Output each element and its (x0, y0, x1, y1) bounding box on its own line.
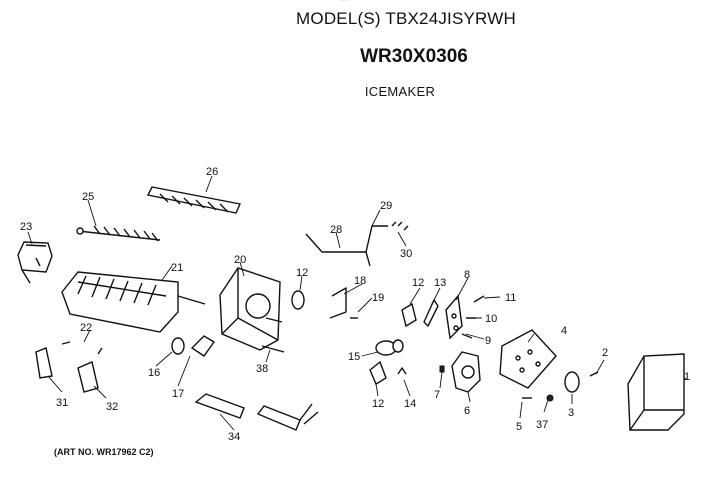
callout-1: 1 (684, 371, 690, 383)
part-12-14-lower (369, 360, 407, 386)
part-15-valve (375, 339, 404, 356)
callout-12-upper: 12 (296, 267, 308, 279)
callout-32: 32 (106, 401, 118, 413)
callout-4: 4 (561, 325, 567, 337)
part-18-19-bracket (329, 287, 358, 319)
callout-30: 30 (400, 248, 412, 260)
part-12-thermostat-upper (291, 290, 305, 310)
callout-12-mid: 12 (412, 277, 424, 289)
callout-5: 5 (516, 421, 522, 433)
part-1-front-cover (627, 353, 685, 431)
callout-labels: 1 2 3 4 5 6 7 8 9 10 11 12 12 12 13 14 1… (20, 166, 690, 443)
part-6-motor (439, 351, 481, 393)
part-26-stripper (146, 186, 241, 214)
callout-37: 37 (536, 419, 548, 431)
callout-29: 29 (380, 200, 392, 212)
callout-26: 26 (206, 166, 218, 178)
callout-17: 17 (172, 388, 184, 400)
callout-19: 19 (372, 292, 384, 304)
part-31-32-supports (35, 341, 103, 393)
cropped-header-text: — · · (340, 0, 360, 4)
callout-15: 15 (348, 351, 360, 363)
callout-12-lower: 12 (372, 398, 384, 410)
part-38-heater-pin (261, 345, 285, 353)
callout-34: 34 (228, 431, 240, 443)
callout-14: 14 (404, 398, 416, 410)
callout-38: 38 (256, 363, 268, 375)
part-21-mold (61, 271, 206, 333)
callout-18: 18 (354, 275, 366, 287)
callout-7: 7 (434, 389, 440, 401)
part-28-29-shutoff-arm (305, 221, 409, 267)
part-8-switch-bracket (445, 294, 485, 340)
callout-20: 20 (234, 254, 246, 266)
callout-10: 10 (485, 313, 497, 325)
callout-8: 8 (464, 269, 470, 281)
part-3-37-5-2-hardware (522, 371, 599, 402)
callout-11: 11 (505, 292, 516, 304)
art-number-label: (ART NO. WR17962 C2) (54, 447, 154, 457)
callout-22: 22 (80, 322, 92, 334)
callout-9: 9 (485, 335, 491, 347)
callout-16: 16 (148, 367, 160, 379)
callout-2: 2 (602, 347, 608, 359)
callout-31: 31 (56, 397, 68, 409)
callout-28: 28 (330, 224, 342, 236)
part-25-ejector (76, 225, 161, 242)
part-34-fill-tube (194, 393, 319, 431)
model-heading: MODEL(S) TBX24JISYRWH (296, 9, 516, 28)
callout-3: 3 (568, 407, 574, 419)
callout-25: 25 (82, 191, 94, 203)
callout-6: 6 (464, 405, 470, 417)
part-12-13-switch (401, 299, 439, 328)
part-4-mounting-plate (499, 329, 557, 389)
part-23-cover (17, 241, 53, 284)
callout-13: 13 (434, 277, 446, 289)
callout-21: 21 (171, 262, 183, 274)
part-number-heading: WR30X0306 (360, 46, 468, 67)
part-16-17-gear (171, 335, 216, 357)
callout-23: 23 (20, 221, 32, 233)
part-20-housing (219, 267, 283, 351)
section-heading: ICEMAKER (364, 84, 436, 99)
